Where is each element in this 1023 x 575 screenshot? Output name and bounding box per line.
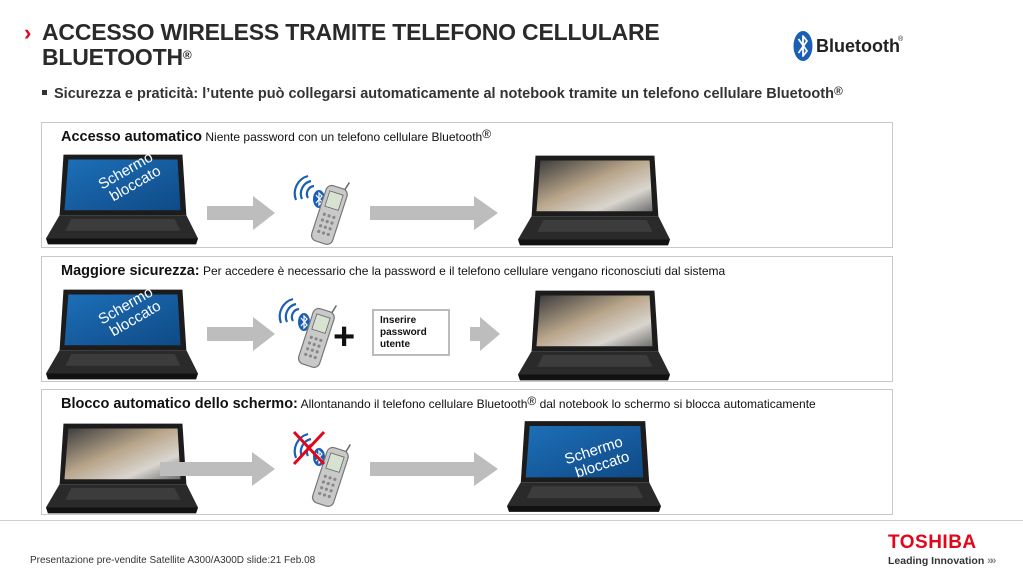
locked-laptop-3: Schermo bloccato (506, 421, 662, 512)
bluetooth-logo: Bluetooth ® (792, 29, 904, 63)
password-line1: Inserire (380, 315, 417, 326)
panel-3-registered: ® (527, 394, 537, 408)
arrow-3a (160, 452, 275, 486)
arrow-3b (370, 452, 498, 486)
bullet-square-icon (42, 89, 47, 95)
panel-1-heading: Accesso automatico Niente password con u… (61, 127, 492, 145)
panel-1-description: Niente password con un telefono cellular… (205, 130, 483, 144)
title-line1: ACCESSO WIRELESS TRAMITE TELEFONO CELLUL… (42, 19, 660, 45)
bluetooth-logo-text: Bluetooth (816, 36, 900, 56)
panel-3-description: Allontanando il telefono cellulare Bluet… (300, 397, 528, 411)
title-line2: BLUETOOTH (42, 44, 183, 70)
bullet-point: Sicurezza e praticità: l’utente può coll… (42, 84, 843, 102)
toshiba-logo: TOSHIBA (888, 532, 977, 553)
arrow-1b (370, 196, 498, 230)
password-line2: password (380, 327, 427, 338)
panel-2-title: Maggiore sicurezza: (61, 263, 200, 279)
bullet-registered-mark: ® (833, 84, 843, 98)
arrow-2a (207, 317, 275, 351)
panel-3-heading: Blocco automatico dello schermo: Allonta… (61, 394, 816, 412)
password-line3: utente (380, 339, 410, 350)
title-chevron-icon: › (24, 20, 32, 45)
panel-1-registered: ® (482, 127, 492, 141)
bluetooth-logo-reg: ® (898, 35, 904, 43)
bullet-text: Sicurezza e praticità: l’utente può coll… (54, 86, 834, 102)
unlocked-laptop-2 (517, 290, 671, 381)
panel-1-title: Accesso automatico (61, 129, 203, 145)
panel-3-description-after: dal notebook lo schermo si blocca automa… (536, 397, 816, 411)
cellphone-icon (309, 178, 353, 247)
double-chevron-icon: »» (987, 555, 996, 567)
locked-laptop-2: Schermo bloccato (45, 287, 199, 380)
title-registered-mark: ® (182, 48, 192, 62)
plus-sign: + (333, 316, 356, 358)
no-signal-cross-icon (292, 430, 326, 466)
locked-laptop-1: Schermo bloccato (45, 152, 199, 245)
arrow-2b (470, 317, 500, 351)
panel-2-heading: Maggiore sicurezza: Per accedere è neces… (61, 263, 725, 279)
panel-2-description: Per accedere è necessario che la passwor… (202, 264, 726, 278)
footer-text: Presentazione pre-vendite Satellite A300… (30, 555, 316, 566)
panel-3-title: Blocco automatico dello schermo: (61, 396, 298, 412)
slide-title: ACCESSO WIRELESS TRAMITE TELEFONO CELLUL… (42, 20, 762, 70)
tagline-text: Leading Innovation (888, 555, 985, 567)
footer-divider (0, 520, 1023, 521)
tagline: Leading Innovation »» (888, 555, 997, 567)
password-prompt-box: Inserire password utente (372, 309, 450, 356)
arrow-1a (207, 196, 275, 230)
unlocked-laptop-1 (517, 155, 671, 246)
bluetooth-logo-icon: Bluetooth ® (793, 31, 904, 61)
